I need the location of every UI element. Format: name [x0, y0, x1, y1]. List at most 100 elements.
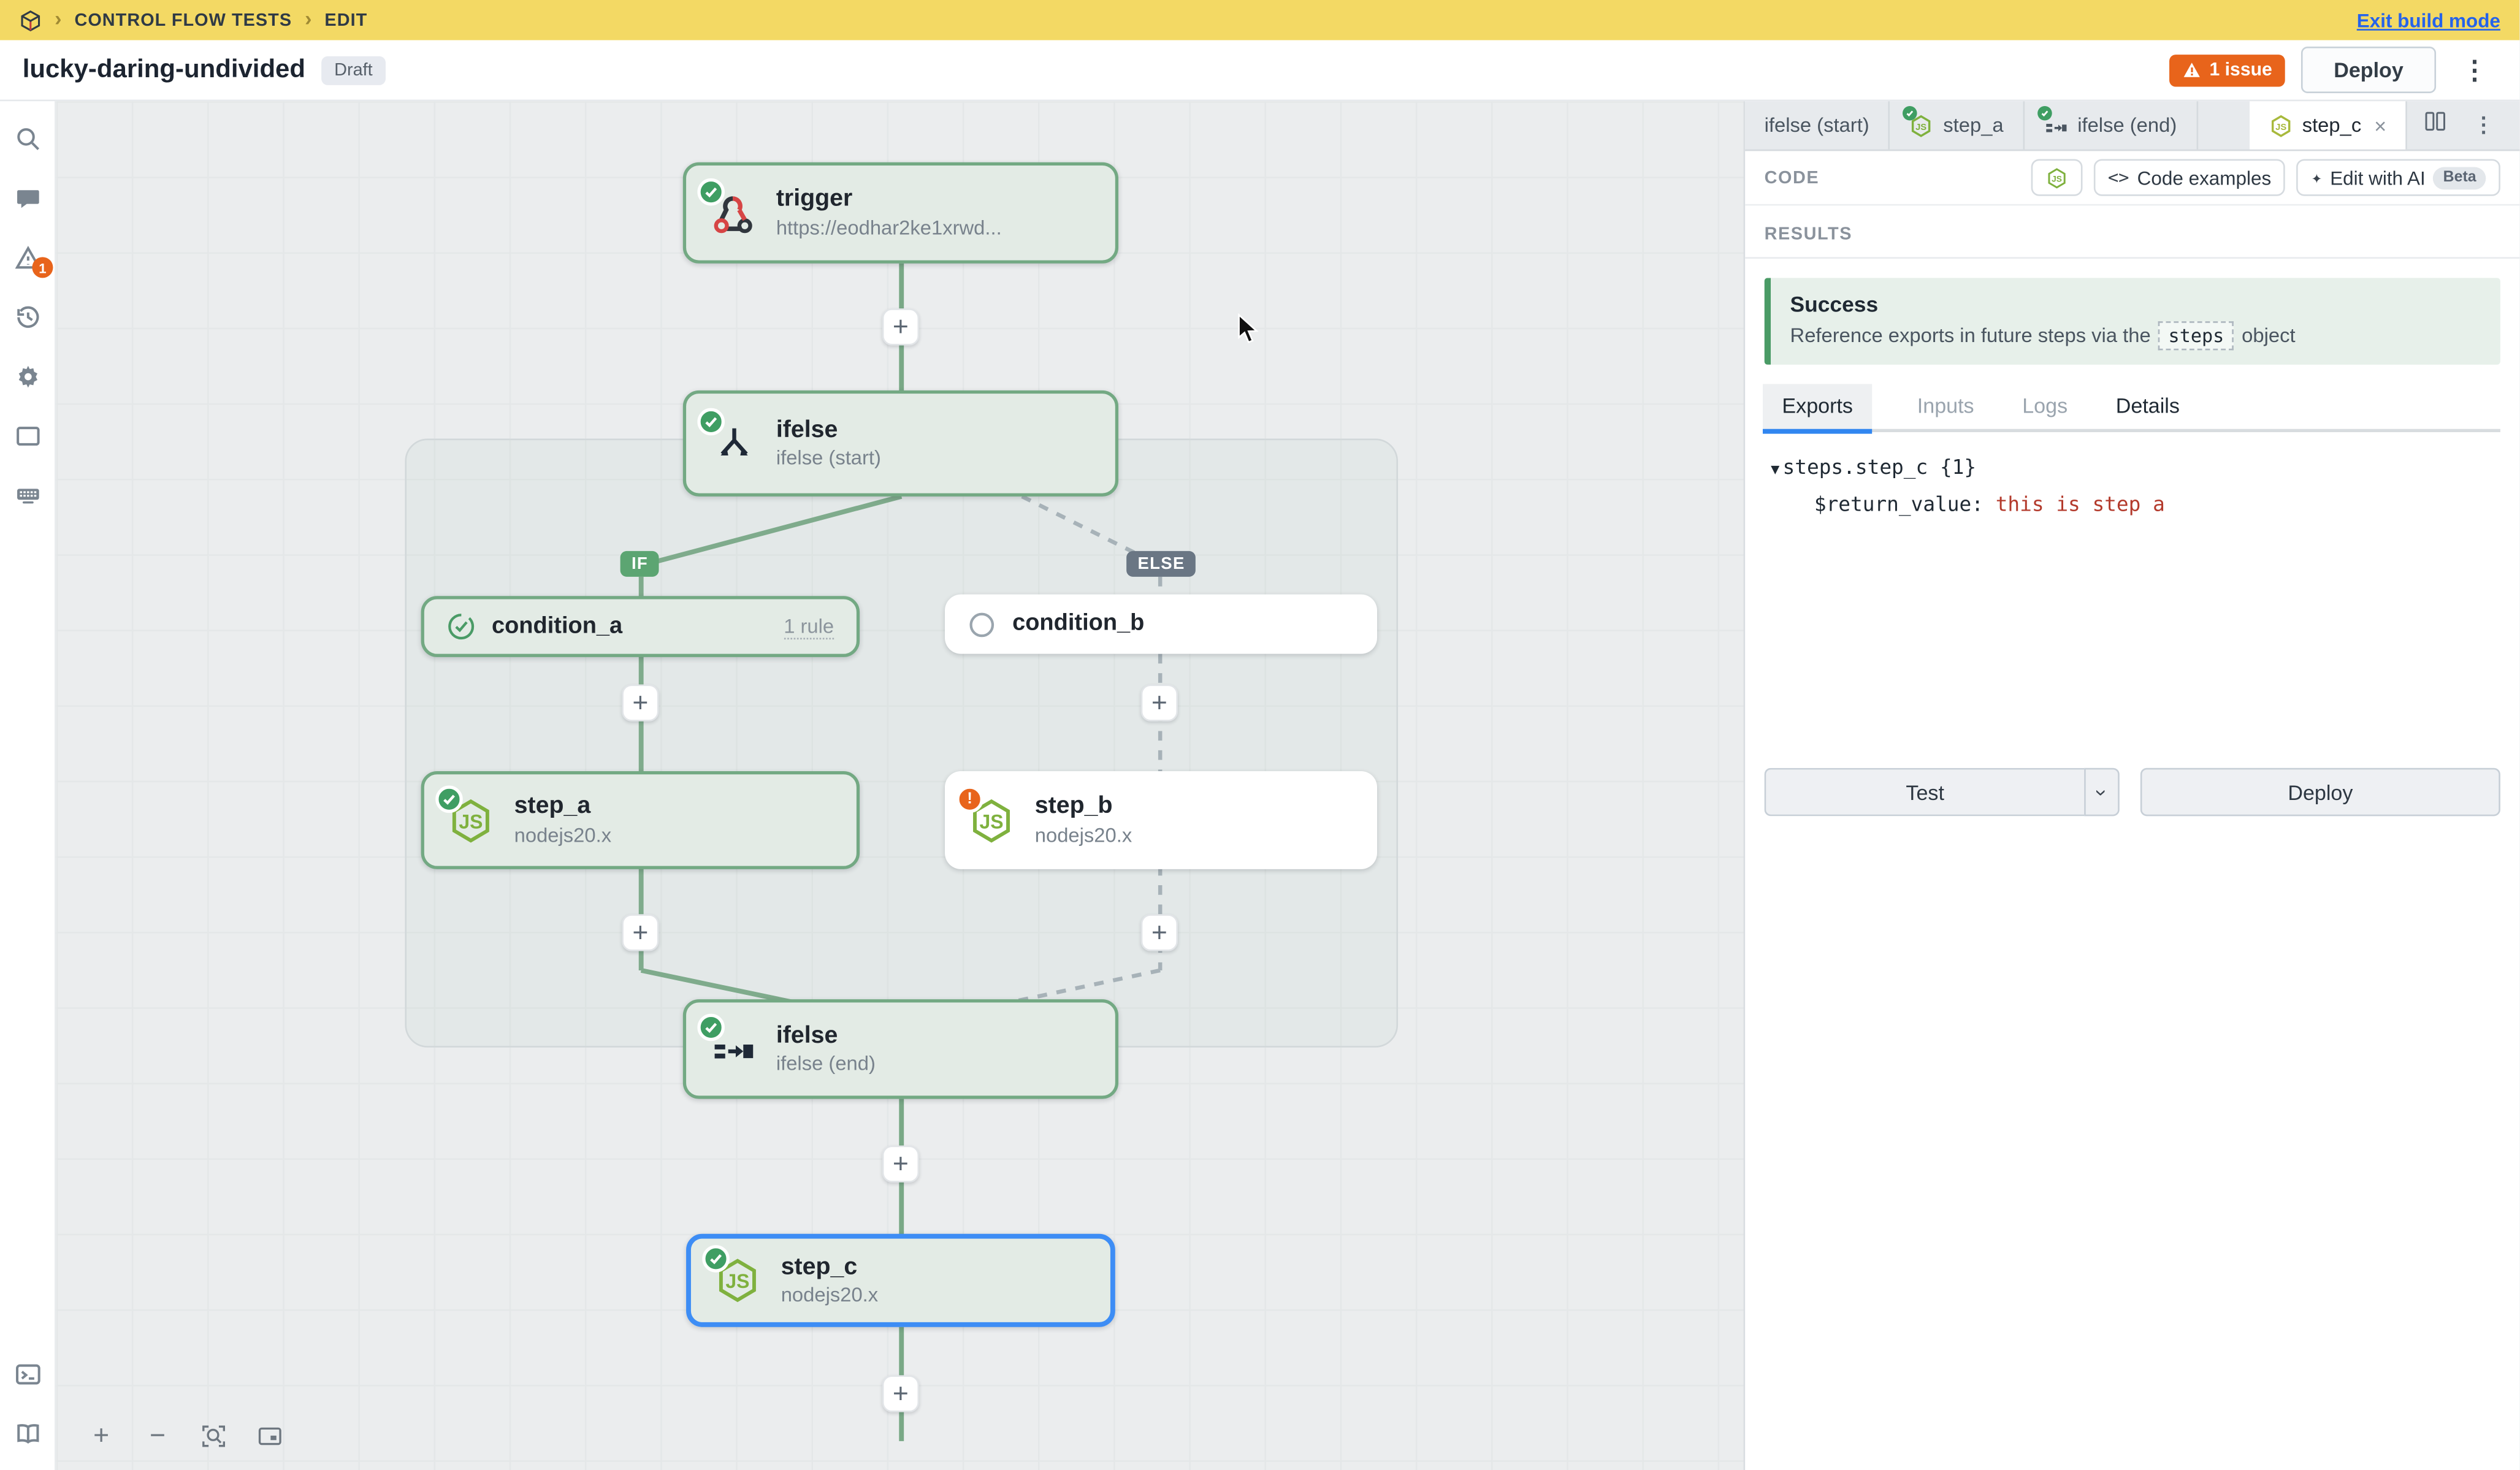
left-sidebar: 1 [0, 101, 56, 1470]
success-title: Success [1790, 292, 1879, 317]
node-step-b[interactable]: ! JS step_b nodejs20.x [945, 771, 1377, 869]
node-subtitle: nodejs20.x [1034, 823, 1132, 847]
svg-text:JS: JS [725, 1270, 749, 1292]
close-tab-icon[interactable]: × [2374, 113, 2387, 138]
if-branch-badge: IF [620, 550, 660, 577]
code-section-label: CODE [1764, 167, 1820, 188]
results-section-header: RESULTS [1745, 205, 2519, 257]
history-icon[interactable] [13, 302, 42, 331]
alerts-icon[interactable]: 1 [13, 243, 53, 278]
tab-step-a[interactable]: JS step_a [1890, 101, 2025, 150]
panel-kebab-menu-icon[interactable]: ⋮ [2473, 112, 2494, 137]
node-title: ifelse [776, 1021, 838, 1049]
add-step-button[interactable]: + [882, 308, 920, 346]
mouse-cursor [1238, 313, 1259, 343]
test-options-dropdown[interactable]: › [2084, 767, 2120, 817]
node-title: condition_b [1012, 611, 1145, 637]
code-examples-button[interactable]: <> Code examples [2093, 159, 2286, 196]
exports-tree-root[interactable]: ▼steps.step_c {1} [1771, 455, 2494, 479]
keyboard-icon[interactable] [13, 481, 42, 509]
breadcrumb-project[interactable]: CONTROL FLOW TESTS [74, 10, 292, 30]
terminal-icon[interactable] [13, 1359, 42, 1388]
add-step-button[interactable]: + [1140, 684, 1178, 722]
workflow-title[interactable]: lucky-daring-undivided [22, 55, 305, 83]
deploy-button[interactable]: Deploy [2300, 47, 2437, 94]
success-check-icon [697, 1013, 725, 1042]
panel-action-row: Test › Deploy [1745, 767, 2519, 817]
svg-text:JS: JS [459, 810, 483, 832]
steps-code-chip: steps [2158, 321, 2234, 351]
svg-text:JS: JS [979, 810, 1003, 832]
tab-logs[interactable]: Logs [2022, 394, 2068, 418]
node-step-c[interactable]: JS step_c nodejs20.x [686, 1233, 1115, 1327]
settings-gear-icon[interactable] [13, 362, 42, 390]
breadcrumb-chevron-icon: › [305, 6, 312, 31]
nodejs-runtime-button[interactable]: JS [2031, 159, 2082, 196]
chat-icon[interactable] [13, 183, 42, 212]
exports-node-name: steps.step_c [1782, 454, 1928, 479]
collapse-caret-icon[interactable]: ▼ [1771, 462, 1780, 479]
fit-view-icon[interactable] [199, 1422, 228, 1450]
edit-with-ai-button[interactable]: ✦ Edit with AI Beta [2297, 159, 2500, 196]
nodejs-icon: JS [1903, 105, 1933, 137]
panel-deploy-button[interactable]: Deploy [2140, 767, 2500, 817]
success-check-icon [697, 408, 725, 436]
window-icon[interactable] [13, 421, 42, 450]
add-step-button[interactable]: + [882, 1375, 920, 1412]
svg-text:JS: JS [1916, 122, 1927, 132]
exports-tree: ▼steps.step_c {1} $return_value: this is… [1771, 455, 2494, 516]
warning-triangle-icon [2183, 63, 2200, 77]
split-view-icon[interactable] [2423, 109, 2447, 141]
product-cube-icon[interactable] [19, 9, 42, 31]
tab-details[interactable]: Details [2115, 394, 2180, 418]
results-tab-bar: Exports Inputs Logs Details [1762, 384, 2500, 433]
tab-inputs[interactable]: Inputs [1917, 394, 1974, 418]
add-step-button[interactable]: + [622, 684, 659, 722]
exit-build-mode-link[interactable]: Exit build mode [2356, 9, 2500, 32]
node-condition-a[interactable]: condition_a 1 rule [421, 596, 860, 657]
beta-badge: Beta [2433, 166, 2486, 189]
zoom-in-icon[interactable]: + [93, 1420, 110, 1451]
exports-value: this is step a [1995, 491, 2165, 516]
search-icon[interactable] [13, 124, 42, 153]
node-subtitle: https://eodhar2ke1xrwd... [776, 216, 1002, 239]
node-condition-b[interactable]: condition_b [945, 594, 1377, 654]
zoom-out-icon[interactable]: − [149, 1420, 166, 1451]
inspector-panel: ifelse (start) JS step_a ifelse (end) JS [1743, 101, 2520, 1470]
else-branch-badge: ELSE [1126, 550, 1196, 577]
svg-text:JS: JS [2275, 122, 2286, 132]
tab-ifelse-start[interactable]: ifelse (start) [1745, 101, 1890, 150]
panel-tab-bar: ifelse (start) JS step_a ifelse (end) JS [1745, 101, 2520, 151]
node-ifelse-end[interactable]: ifelse ifelse (end) [682, 999, 1119, 1099]
node-ifelse-start[interactable]: ifelse ifelse (start) [682, 390, 1119, 497]
alert-count-badge: 1 [32, 257, 53, 278]
condition-rule-count[interactable]: 1 rule [784, 614, 834, 639]
issues-badge[interactable]: 1 issue [2169, 53, 2285, 86]
nodejs-icon: JS [2047, 167, 2066, 188]
results-section-label: RESULTS [1764, 224, 1853, 245]
node-trigger[interactable]: trigger https://eodhar2ke1xrwd... [682, 162, 1119, 264]
minimap-icon[interactable] [256, 1422, 284, 1450]
add-step-button[interactable]: + [882, 1145, 920, 1182]
success-message: Reference exports in future steps via th… [1790, 321, 2481, 351]
test-button[interactable]: Test [1764, 767, 2085, 817]
node-step-a[interactable]: JS step_a nodejs20.x [421, 771, 860, 869]
workflow-canvas[interactable]: trigger https://eodhar2ke1xrwd... + ifel… [56, 101, 1744, 1470]
tab-exports[interactable]: Exports [1762, 384, 1873, 433]
success-check-icon [2037, 105, 2052, 120]
exports-return-value-row: $return_value: this is step a [1814, 492, 2494, 516]
tab-step-c[interactable]: JS step_c × [2249, 101, 2408, 150]
docs-book-icon[interactable] [13, 1419, 42, 1447]
sparkle-icon: ✦ [2311, 167, 2323, 188]
exports-key: $return_value: [1814, 491, 1984, 516]
header-kebab-menu-icon[interactable]: ⋮ [2462, 57, 2488, 85]
node-title: step_a [514, 792, 591, 820]
condition-empty-circle-icon [968, 610, 996, 639]
add-step-button[interactable]: + [622, 914, 659, 951]
chevron-down-icon: › [2090, 788, 2114, 796]
ifelse-merge-icon [714, 1044, 754, 1059]
code-section-header: CODE JS <> Code examples ✦ Edit with AI … [1745, 151, 2519, 204]
success-check-icon [1903, 105, 1918, 120]
add-step-button[interactable]: + [1140, 914, 1178, 951]
tab-ifelse-end[interactable]: ifelse (end) [2025, 101, 2198, 150]
